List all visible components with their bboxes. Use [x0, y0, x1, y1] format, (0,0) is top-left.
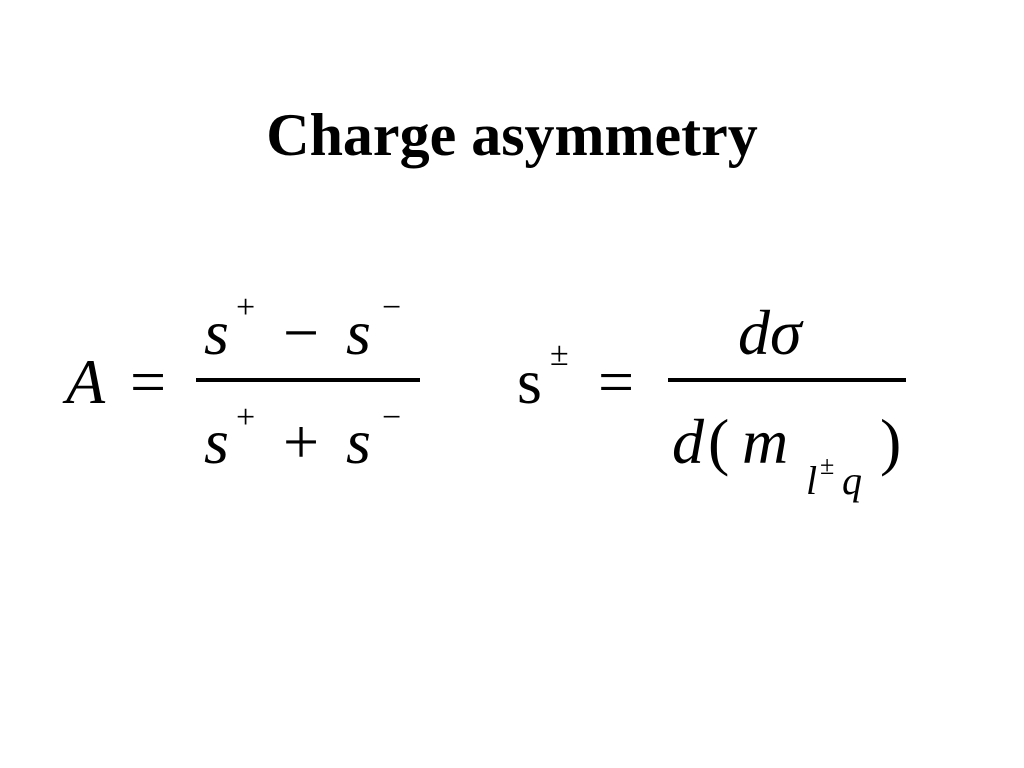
invariant-mass-m: m: [742, 406, 788, 477]
differential-cross-section: dσ: [738, 297, 804, 368]
numerator-term1-superscript: +: [236, 289, 255, 326]
numerator-minus-sign: −: [283, 297, 319, 368]
asymmetry-denominator: s + + s −: [204, 399, 401, 477]
subscript-lepton: l: [806, 458, 817, 503]
asymmetry-numerator: s + − s −: [204, 289, 401, 368]
cross-section-symbol: s: [517, 346, 542, 417]
cross-section-denominator: d ( m l ± q ): [672, 406, 901, 503]
denominator-term2: s: [346, 406, 371, 477]
denominator-plus-sign: +: [283, 406, 319, 477]
slide-title: Charge asymmetry: [266, 102, 758, 168]
numerator-term1: s: [204, 297, 229, 368]
cross-section-superscript: ±: [550, 336, 569, 373]
subscript-quark: q: [842, 458, 862, 503]
denominator-term1: s: [204, 406, 229, 477]
asymmetry-equals-sign: =: [130, 346, 166, 417]
numerator-term2: s: [346, 297, 371, 368]
denominator-d: d: [672, 406, 705, 477]
cross-section-equals-sign: =: [598, 346, 634, 417]
denominator-open-paren: (: [708, 406, 729, 477]
cross-section-formula: s ± = dσ d ( m l ± q ): [517, 297, 906, 503]
denominator-term1-superscript: +: [236, 399, 255, 436]
asymmetry-symbol: A: [62, 346, 106, 417]
subscript-lepton-charge: ±: [820, 451, 834, 480]
denominator-close-paren: ): [880, 406, 901, 477]
denominator-term2-superscript: −: [382, 399, 401, 436]
asymmetry-formula: A = s + − s − s + + s −: [62, 289, 420, 477]
numerator-term2-superscript: −: [382, 289, 401, 326]
